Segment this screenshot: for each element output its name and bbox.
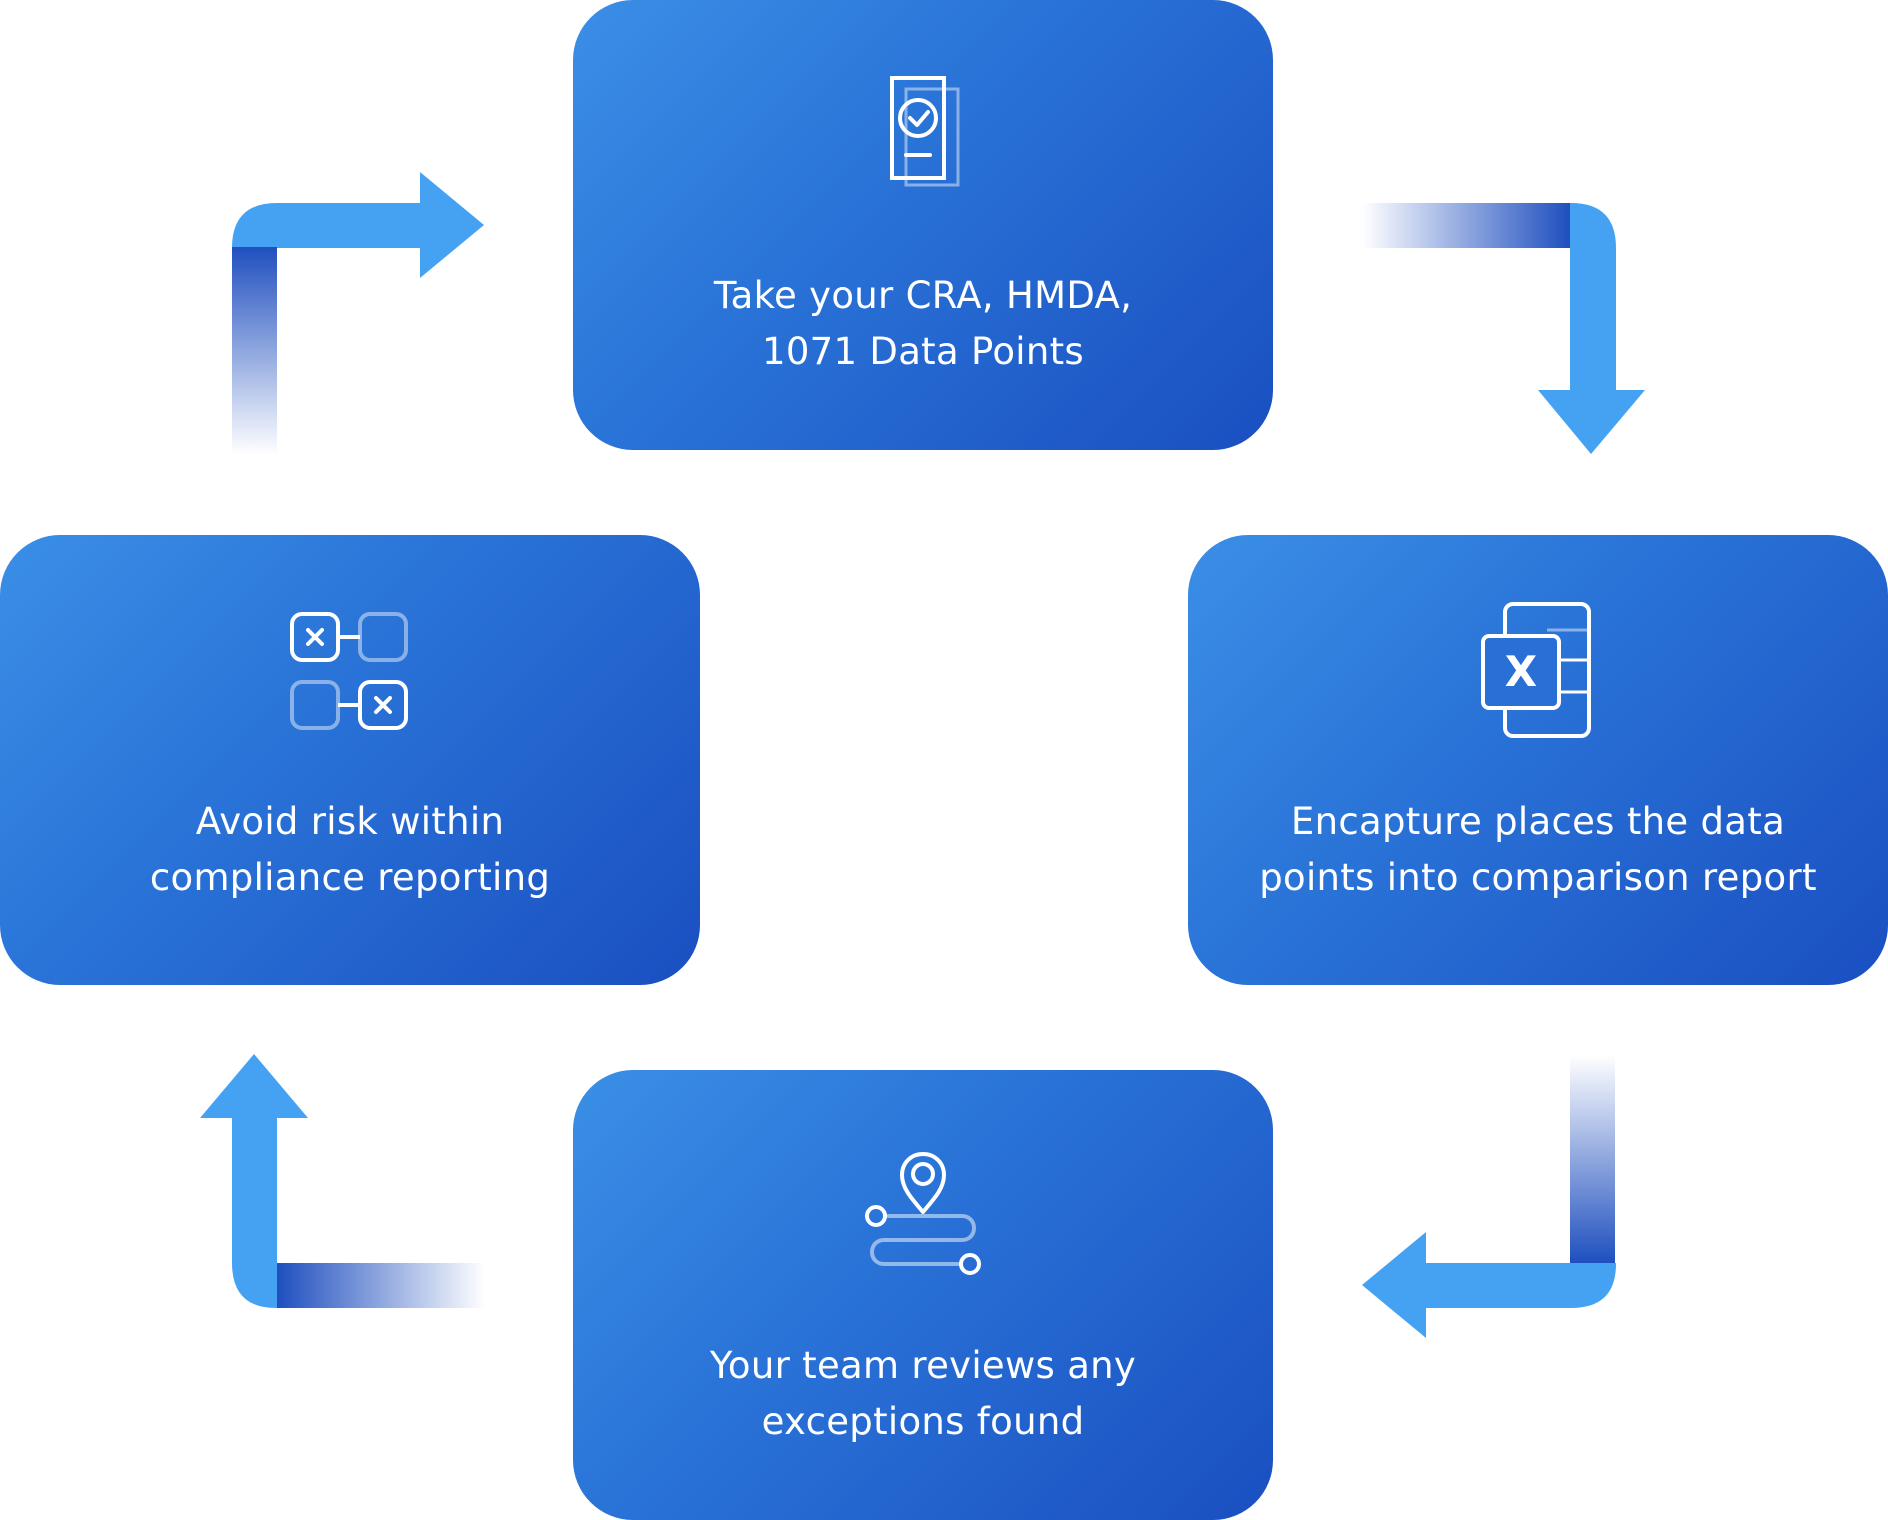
step-label-line: Your team reviews any <box>709 1344 1137 1387</box>
step-label-line: Avoid risk within <box>195 800 505 843</box>
step-label: Take your CRA, HMDA, 1071 Data Points <box>714 268 1132 380</box>
step-label: Your team reviews any exceptions found <box>710 1338 1136 1450</box>
step-label-line: Encapture places the data <box>1290 800 1786 843</box>
step-card-data-points: Take your CRA, HMDA, 1071 Data Points <box>573 0 1273 450</box>
step-label: Avoid risk within compliance reporting <box>150 794 550 906</box>
route-pin-icon <box>865 1152 981 1275</box>
arrow-bottom-to-left <box>200 1054 485 1308</box>
error-nodes-icon <box>290 612 408 730</box>
excel-spreadsheet-icon: X <box>1481 602 1591 738</box>
step-card-avoid-risk: Avoid risk within compliance reporting <box>0 535 700 985</box>
document-check-icon <box>890 76 960 187</box>
step-card-comparison-report: X Encapture places the data points into … <box>1188 535 1888 985</box>
step-label-line: compliance reporting <box>149 856 551 899</box>
step-label-line: Take your CRA, HMDA, <box>713 274 1133 317</box>
step-card-review-exceptions: Your team reviews any exceptions found <box>573 1070 1273 1520</box>
arrow-right-to-bottom <box>1362 1055 1616 1338</box>
arrow-left-to-top <box>232 172 484 455</box>
excel-letter: X <box>1505 647 1537 696</box>
step-label-line: exceptions found <box>761 1400 1085 1443</box>
arrow-top-to-right <box>1362 203 1645 454</box>
step-label: Encapture places the data points into co… <box>1259 794 1817 906</box>
step-label-line: 1071 Data Points <box>762 330 1084 373</box>
step-label-line: points into comparison report <box>1259 856 1817 899</box>
